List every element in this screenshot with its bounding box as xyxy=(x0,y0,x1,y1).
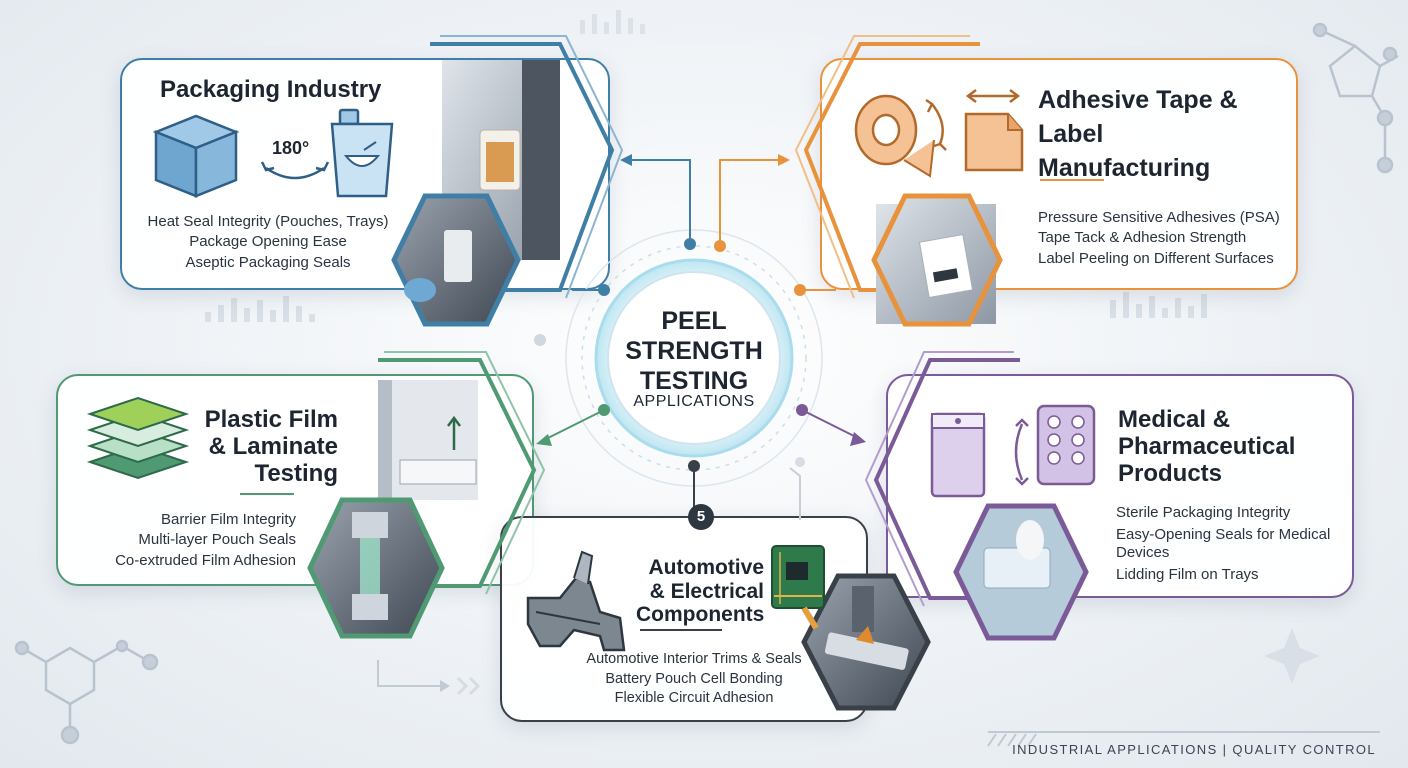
medical-title-line2: Pharmaceutical xyxy=(1118,433,1296,461)
adhesive-items: Pressure Sensitive Adhesives (PSA) Tape … xyxy=(1038,208,1288,269)
connector-lines xyxy=(536,154,866,520)
medical-item: Lidding Film on Trays xyxy=(1116,566,1259,583)
car-part-icon xyxy=(526,550,626,652)
curved-arrow-icon xyxy=(260,161,330,180)
center-title-line3: TESTING xyxy=(639,367,749,395)
automotive-items: Automotive Interior Trims & Seals Batter… xyxy=(576,650,812,709)
packaging-item: Aseptic Packaging Seals xyxy=(185,253,351,271)
center-title-line2: STRENGTH xyxy=(625,337,763,365)
automotive-item: Automotive Interior Trims & Seals xyxy=(586,651,802,667)
medical-items: Sterile Packaging Integrity Easy-Opening… xyxy=(1116,504,1346,584)
up-arrow-icon xyxy=(447,415,461,450)
plastic-item: Multi-layer Pouch Seals xyxy=(138,531,296,549)
step-badge: 5 xyxy=(688,504,714,530)
plastic-title-line2: & Laminate xyxy=(208,433,338,461)
plastic-item: Co-extruded Film Adhesion xyxy=(115,551,296,569)
rotate-arrow-icon xyxy=(925,98,947,151)
hex-photo-automotive xyxy=(801,573,931,711)
footer-caption: INDUSTRIAL APPLICATIONS | QUALITY CONTRO… xyxy=(1012,742,1376,757)
automotive-item: Flexible Circuit Adhesion xyxy=(614,690,774,707)
plastic-item: Barrier Film Integrity xyxy=(160,511,296,528)
automotive-title-line2: & Electrical xyxy=(649,579,764,603)
chevron-arrows-decor xyxy=(377,660,481,696)
pouch-icon xyxy=(330,108,394,198)
blister-pack-icon xyxy=(1036,404,1096,486)
bar-pattern-top xyxy=(580,10,645,34)
machine-photo-plastic xyxy=(378,380,478,500)
medical-item: Sterile Packaging Integrity xyxy=(1116,504,1291,521)
plastic-title: Plastic Film & Laminate Testing xyxy=(194,406,338,487)
adhesive-item: Label Peeling on Different Surfaces xyxy=(1038,249,1274,267)
film-layers-icon xyxy=(86,396,190,480)
bar-pattern-left xyxy=(205,296,315,322)
plastic-items: Barrier Film Integrity Multi-layer Pouch… xyxy=(100,510,296,571)
vertical-arrow-icon xyxy=(1014,418,1029,486)
center-rings xyxy=(534,229,823,487)
box-icon xyxy=(152,114,240,198)
medical-title-line3: Products xyxy=(1118,460,1223,488)
adhesive-title: Adhesive Tape & Label Manufacturing xyxy=(1038,84,1238,185)
packaging-title: Packaging Industry xyxy=(160,76,382,103)
angle-label: 180° xyxy=(272,138,310,158)
center-subtitle: APPLICATIONS xyxy=(633,393,755,410)
circuit-board-icon xyxy=(771,545,825,630)
adhesive-item: Pressure Sensitive Adhesives (PSA) xyxy=(1038,209,1280,226)
automotive-title-line3: Components xyxy=(636,603,765,627)
adhesive-item: Tape Tack & Adhesion Strength xyxy=(1038,229,1247,247)
automotive-title: Automotive & Electrical Components xyxy=(636,556,764,627)
hex-photo-adhesive xyxy=(871,193,1003,327)
packaging-item: Package Opening Ease xyxy=(189,233,347,251)
molecule-bottom-left xyxy=(14,639,159,745)
packaging-item: Heat Seal Integrity (Pouches, Trays) xyxy=(147,213,389,230)
bar-pattern-right xyxy=(1110,292,1207,318)
automotive-item: Battery Pouch Cell Bonding xyxy=(605,670,783,687)
adhesive-title-line1: Adhesive Tape & xyxy=(1038,86,1238,114)
medical-item: Devices xyxy=(1116,544,1170,561)
sachet-icon xyxy=(930,412,986,498)
sparkle-icon xyxy=(1264,628,1320,684)
packaging-items: Heat Seal Integrity (Pouches, Trays) Pac… xyxy=(140,212,396,273)
molecule-top-right xyxy=(1312,22,1399,174)
tape-roll-icon xyxy=(854,94,935,178)
hex-photo-medical xyxy=(953,503,1089,641)
adhesive-title-line3: Manufacturing xyxy=(1038,153,1211,182)
double-arrow-icon xyxy=(965,89,1021,103)
automotive-title-line1: Automotive xyxy=(648,556,765,579)
center-title: PEEL STRENGTH TESTING xyxy=(604,306,784,396)
label-icon xyxy=(964,112,1024,172)
hex-photo-plastic xyxy=(307,497,445,639)
plastic-title-line1: Plastic Film xyxy=(204,406,338,433)
hex-photo-packaging xyxy=(391,193,521,327)
center-title-line1: PEEL xyxy=(661,307,727,335)
footer-hatch xyxy=(987,731,1380,747)
plastic-title-line3: Testing xyxy=(254,460,338,488)
adhesive-title-line2: Label xyxy=(1038,119,1104,148)
medical-title: Medical & Pharmaceutical Products xyxy=(1118,406,1295,487)
medical-title-line1: Medical & xyxy=(1118,406,1231,433)
medical-item: Easy-Opening Seals for Medical xyxy=(1116,526,1331,543)
